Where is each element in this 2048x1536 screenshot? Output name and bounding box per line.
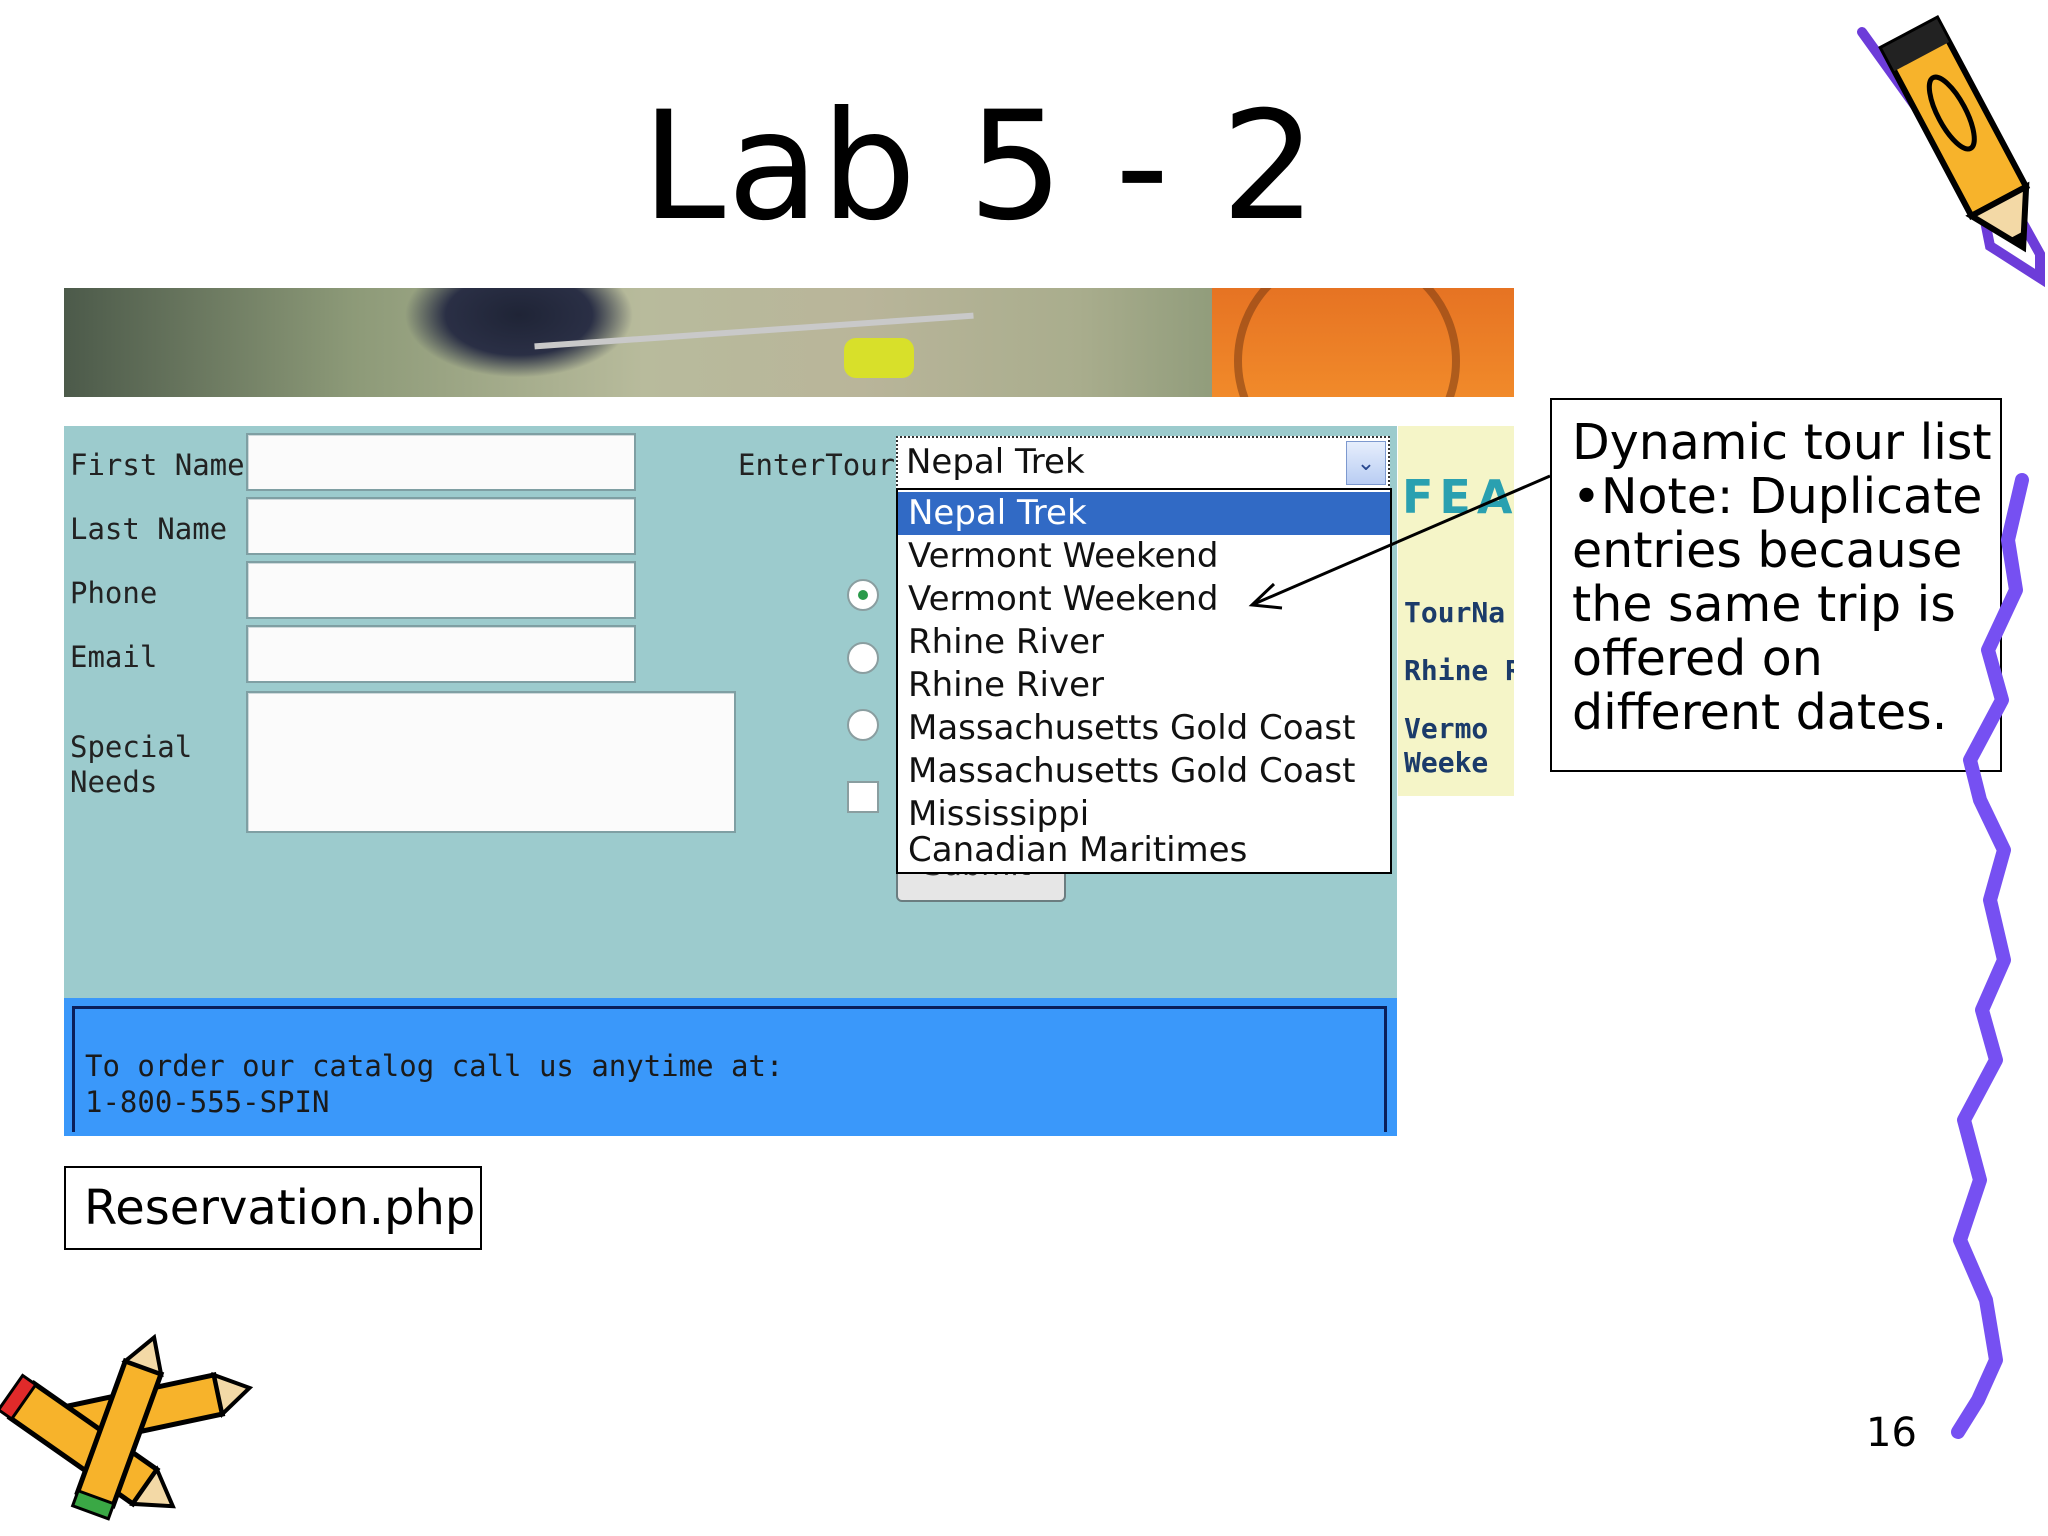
tour-date-radio-1[interactable] (847, 579, 879, 611)
first-name-label: First Name (70, 448, 245, 482)
tour-option[interactable]: Massachusetts Gold Coast (908, 751, 1356, 791)
footer-phone: 1-800-555-SPIN (85, 1085, 330, 1119)
tour-option[interactable]: Nepal Trek (898, 492, 1390, 535)
note-line: •Note: Duplicate (1572, 468, 1983, 525)
tour-select-value: Nepal Trek (906, 442, 1085, 482)
first-name-input[interactable] (246, 433, 636, 491)
footer-line-1: To order our catalog call us anytime at: (85, 1049, 784, 1083)
note-line: different dates. (1572, 684, 1948, 741)
crossed-pencils-icon (0, 1333, 254, 1521)
last-name-input[interactable] (246, 497, 636, 555)
tour-date-radio-2[interactable] (847, 642, 879, 674)
bicycle-wheel-icon (1234, 288, 1460, 397)
tour-option[interactable]: Canadian Maritimes (908, 830, 1248, 870)
featured-tours-panel: FEA TourNa Rhine R Vermo Weeke (1398, 426, 1514, 796)
header-banner-image (64, 288, 1514, 397)
email-input[interactable] (246, 625, 636, 683)
tour-dropdown-list: Nepal Trek Vermont Weekend Vermont Weeke… (896, 488, 1392, 874)
option-checkbox[interactable] (847, 781, 879, 813)
callout-arrow-icon (1248, 474, 1551, 610)
callout-note: Dynamic tour list •Note: Duplicate entri… (1550, 398, 2002, 772)
featured-table-header: TourNa (1404, 596, 1506, 629)
featured-tour-link[interactable]: Vermo (1404, 712, 1489, 745)
tour-option[interactable]: Mississippi (908, 794, 1090, 834)
featured-tour-link-cont[interactable]: Weeke (1404, 746, 1489, 779)
tour-option[interactable]: Massachusetts Gold Coast (908, 708, 1356, 748)
page-number: 16 (1866, 1410, 1917, 1456)
pencil-icon (1857, 14, 2045, 288)
tour-select[interactable]: Nepal Trek ⌄ (896, 436, 1390, 490)
cyclist-figure (404, 288, 634, 378)
phone-label: Phone (70, 576, 158, 610)
note-line: Dynamic tour list (1572, 414, 1992, 471)
special-needs-textarea[interactable] (246, 691, 736, 833)
tour-option[interactable]: Rhine River (908, 665, 1104, 705)
note-line: entries because (1572, 522, 1963, 579)
slide-title: Lab 5 - 2 (641, 80, 1319, 254)
featured-tour-link[interactable]: Rhine R (1404, 654, 1514, 687)
last-name-label: Last Name (70, 512, 228, 546)
email-label: Email (70, 640, 158, 674)
tour-option[interactable]: Rhine River (908, 622, 1104, 662)
tour-option[interactable]: Vermont Weekend (908, 536, 1219, 576)
footer-frame: To order our catalog call us anytime at:… (72, 1006, 1387, 1132)
catalog-footer: To order our catalog call us anytime at:… (64, 998, 1397, 1136)
special-needs-label-line1: Special (70, 730, 193, 764)
chevron-down-icon[interactable]: ⌄ (1346, 441, 1386, 485)
purple-squiggle-icon (1951, 473, 2029, 1439)
special-needs-label-line2: Needs (70, 765, 158, 799)
note-line: the same trip is (1572, 576, 1956, 633)
cyclist-glove (844, 338, 914, 378)
file-name-box: Reservation.php (64, 1166, 482, 1250)
phone-input[interactable] (246, 561, 636, 619)
tour-option[interactable]: Vermont Weekend (908, 579, 1219, 619)
file-name-label: Reservation.php (84, 1180, 476, 1236)
tour-date-radio-3[interactable] (847, 709, 879, 741)
tour-label: EnterTour (738, 448, 896, 482)
note-line: offered on (1572, 630, 1823, 687)
